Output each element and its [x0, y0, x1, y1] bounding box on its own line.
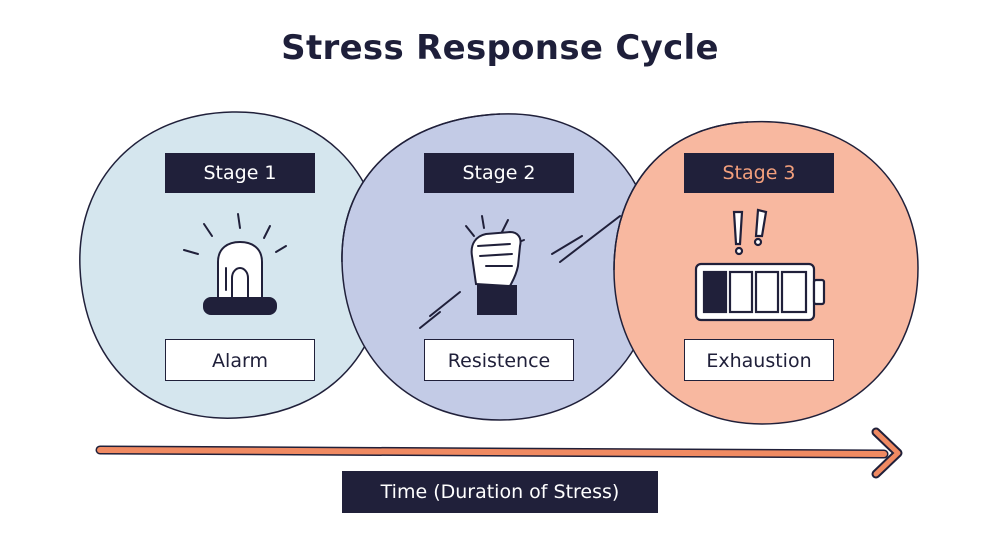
stage-2-name: Resistence	[424, 339, 574, 381]
fist-icon	[419, 215, 621, 329]
stage-1-name: Alarm	[165, 339, 315, 381]
diagram-title: Stress Response Cycle	[281, 28, 719, 68]
stage-1-label: Stage 1	[165, 153, 315, 193]
stage-3-label: Stage 3	[684, 153, 834, 193]
siren-icon	[183, 213, 287, 315]
time-arrow	[95, 427, 903, 479]
stage-3-name: Exhaustion	[684, 339, 834, 381]
low-battery-icon	[694, 208, 826, 322]
time-axis-label: Time (Duration of Stress)	[342, 471, 658, 513]
stage-2-label: Stage 2	[424, 153, 574, 193]
